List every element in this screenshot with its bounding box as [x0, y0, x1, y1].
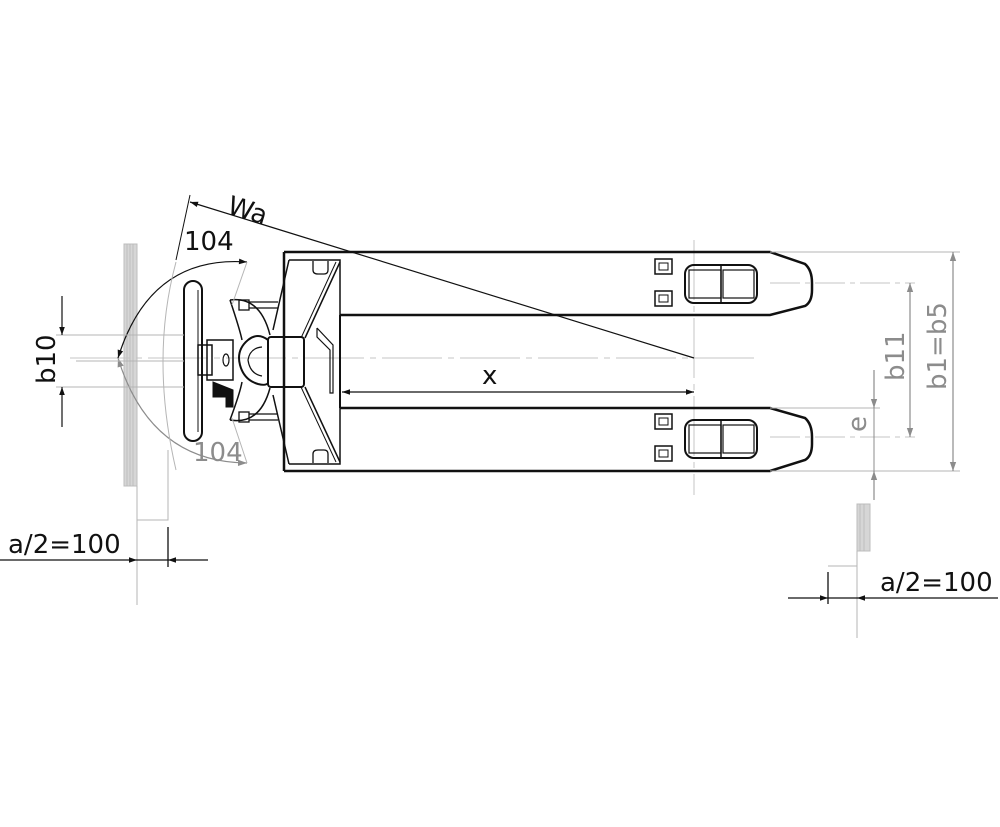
dimension-a-half-right: a/2=100 — [788, 568, 998, 604]
dimension-arc-104: 104 104 — [117, 227, 248, 471]
label-arc-bottom: 104 — [193, 438, 243, 468]
label-e: e — [843, 416, 873, 432]
label-b10: b10 — [32, 334, 62, 384]
label-b11: b11 — [881, 331, 911, 381]
fork-upper — [284, 250, 814, 317]
pallet-board-left — [123, 243, 169, 605]
label-x: x — [482, 361, 497, 391]
dimension-b10: b10 — [32, 296, 184, 427]
dimension-wa: Wa — [175, 191, 695, 359]
tiller-handle — [183, 280, 278, 442]
label-b1-b5: b1=b5 — [923, 302, 953, 390]
chassis — [267, 252, 341, 471]
fork-lower — [284, 406, 814, 473]
label-a-half-right: a/2=100 — [880, 568, 993, 598]
label-arc-top: 104 — [184, 227, 234, 257]
dimension-right-side: b1=b5 b11 e — [770, 251, 960, 500]
dimension-a-half-left: a/2=100 — [0, 527, 208, 567]
label-wa: Wa — [224, 191, 271, 231]
dimension-x: x — [342, 361, 694, 395]
label-a-half-left: a/2=100 — [8, 530, 121, 560]
pallet-board-right — [828, 503, 871, 638]
